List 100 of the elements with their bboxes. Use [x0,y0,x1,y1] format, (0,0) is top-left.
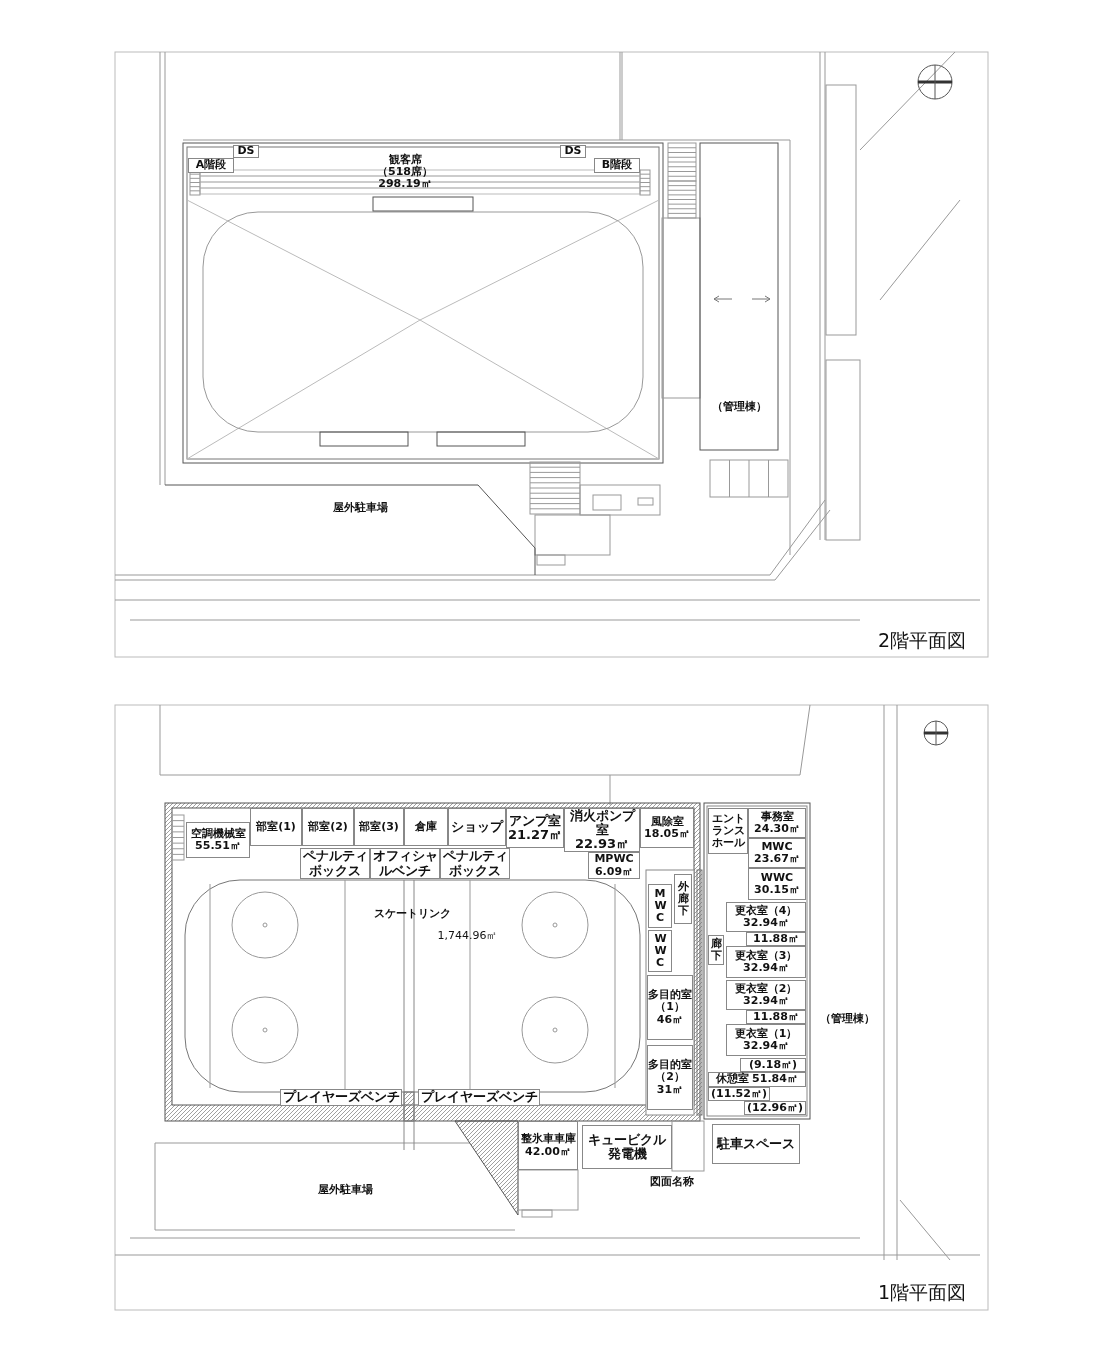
room [748,808,806,838]
room-name: A階段 [195,159,227,172]
room-name: 部室(1) [256,820,296,834]
room-name: アンプ室 [509,813,561,828]
room-name: 11.88㎡ [753,1010,799,1024]
room [588,852,640,879]
room-name: 消火ポンプ室 [568,808,637,838]
room [250,808,302,846]
room-name: MPWC [594,853,634,866]
room-name: B階段 [601,159,633,172]
drawing-title: 2階平面図 [878,628,967,653]
room-name: ショップ [451,819,503,835]
room [726,980,806,1010]
room-name: (9.18㎡) [748,1058,798,1072]
room-name: スケートリンク [374,908,451,921]
room [448,808,506,846]
room-name: DS [564,145,582,158]
room [560,145,586,158]
room-name: WWC [760,871,794,884]
room [640,808,694,848]
room-name: 駐車スペース [717,1136,795,1152]
room [648,884,672,928]
area-label: 23.67㎡ [754,853,800,866]
area-label: 51.84㎡ [752,1073,798,1086]
room-name: エントランスホール [710,812,746,850]
room [564,808,640,852]
room-name: 整氷車車庫 [520,1133,576,1146]
room [647,975,693,1040]
room-name: 更衣室（3） [734,949,798,962]
room-name: 更衣室（2） [734,982,798,995]
room-name: MWC [761,840,793,853]
room [404,808,448,846]
room-name: 多目的室（2） [648,1059,692,1084]
room-name: ペナルティボックス [441,849,509,878]
drawing-title: 1階平面図 [878,1280,967,1305]
room [726,946,806,978]
room-name: (11.52㎡) [711,1087,767,1101]
room [354,808,404,846]
room-name: プレイヤーズベンチ [282,1090,400,1105]
room-name: 倉庫 [415,820,437,834]
room-name: 外廊下 [677,880,689,918]
drawing-name-label: 図面名称 [650,1174,694,1189]
room [674,874,692,924]
room [582,1125,672,1169]
room-name: 11.88㎡ [753,932,799,946]
room [518,1121,578,1170]
area-label: 30.15㎡ [754,884,800,897]
room-name: 更衣室（4） [734,904,798,917]
room [712,1124,800,1164]
room [740,1058,806,1072]
room [746,932,806,946]
area-label: 1,744.96㎡ [437,930,498,943]
room-name: 観客席 [388,153,422,166]
room [188,158,234,173]
room-name: 風除室 [650,815,684,828]
room-name: MWC [654,887,666,925]
room [594,158,640,173]
area-label: 298.19㎡ [378,178,432,191]
parking-label: 屋外駐車場 [333,500,388,515]
room [746,1010,806,1024]
room [648,930,672,972]
area-label: 42.00㎡ [525,1145,571,1158]
area-label: 24.30㎡ [754,823,800,836]
area-label: 46㎡ [656,1013,684,1026]
room-name: (12.96㎡) [747,1101,803,1115]
area-label: 32.94㎡ [743,962,789,975]
area-label: 32.94㎡ [743,1040,789,1053]
area-label: 6.09㎡ [594,865,634,878]
room [506,808,564,848]
room [708,1072,806,1087]
room [726,1024,806,1056]
area-label: 31㎡ [656,1083,684,1096]
room-name: 部室(2) [308,820,348,834]
room [726,902,806,932]
area-label: （518席） [377,165,433,179]
room [748,838,806,868]
room-name: 更衣室（1） [734,1027,798,1040]
room-name: （管理棟） [711,400,767,414]
room-name: 空調機械室 [190,827,246,840]
area-label: 18.05㎡ [644,828,690,841]
room-name: 多目的室（1） [648,989,692,1014]
parking-label: 屋外駐車場 [318,1182,373,1197]
room-name: （管理棟） [819,1013,875,1026]
area-label: 32.94㎡ [743,917,789,930]
room-name: 事務室 [760,810,794,823]
area-label: 21.27㎡ [507,828,563,843]
room-name: オフィシャルベンチ [371,849,439,878]
area-label: 22.93㎡ [574,837,630,852]
room [233,145,259,158]
room-name: 部室(3) [359,820,399,834]
room-name: プレイヤーズベンチ [420,1090,538,1105]
area-label: 発電機 [607,1147,647,1162]
room [748,868,806,900]
room-name: キュービクル [588,1132,666,1147]
room [647,1045,693,1110]
area-label: 32.94㎡ [743,995,789,1008]
area-label: 55.51㎡ [195,840,241,853]
room-name: ペナルティボックス [301,849,369,878]
room-name: 休憩室 [716,1073,750,1086]
room [186,822,250,858]
